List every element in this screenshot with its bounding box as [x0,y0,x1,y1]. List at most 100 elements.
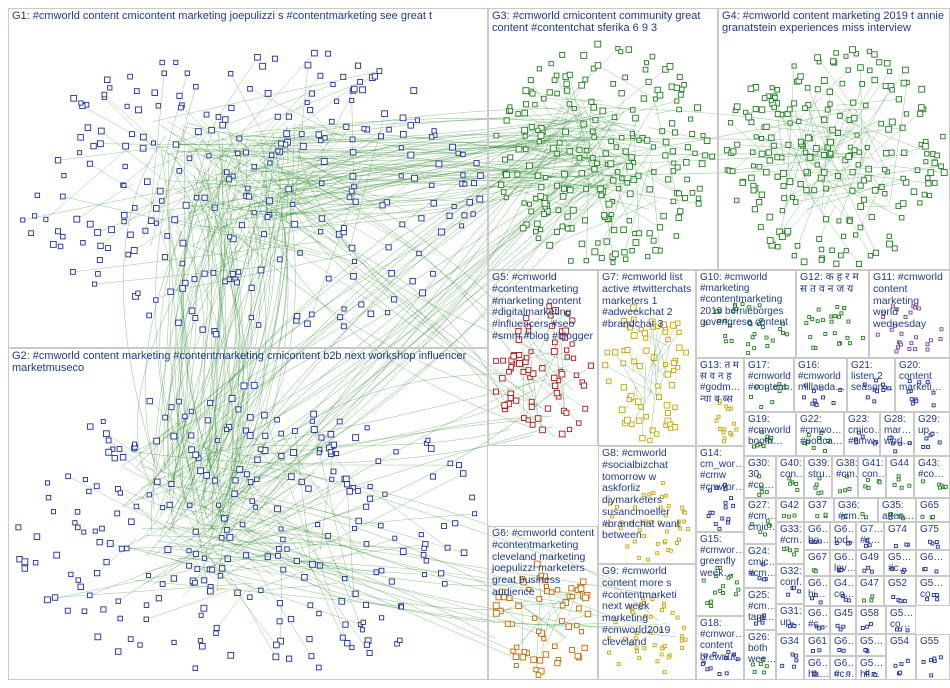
vertex-node[interactable] [355,517,362,525]
vertex-node[interactable] [914,399,919,404]
vertex-node[interactable] [575,605,582,612]
vertex-node[interactable] [843,248,849,254]
vertex-node[interactable] [293,557,300,565]
vertex-node[interactable] [84,124,92,131]
vertex-node[interactable] [515,328,522,335]
vertex-node[interactable] [44,596,51,604]
vertex-node[interactable] [683,510,688,515]
vertex-node[interactable] [247,86,253,92]
vertex-node[interactable] [868,213,875,221]
vertex-node[interactable] [626,190,634,198]
vertex-node[interactable] [765,387,769,392]
vertex-node[interactable] [381,110,388,118]
vertex-node[interactable] [840,515,845,520]
vertex-node[interactable] [765,434,770,439]
group-box-g31[interactable]: G31: up… [776,604,804,634]
vertex-node[interactable] [208,126,215,134]
vertex-node[interactable] [103,430,110,438]
vertex-node[interactable] [920,514,925,519]
vertex-node[interactable] [940,169,948,176]
vertex-node[interactable] [367,483,373,490]
vertex-node[interactable] [362,601,370,609]
vertex-node[interactable] [359,627,365,633]
vertex-node[interactable] [68,571,74,578]
vertex-node[interactable] [254,456,261,463]
vertex-node[interactable] [624,180,631,186]
vertex-node[interactable] [184,70,190,76]
vertex-node[interactable] [188,408,194,414]
vertex-node[interactable] [939,327,944,332]
vertex-node[interactable] [526,586,532,593]
vertex-node[interactable] [280,536,286,543]
vertex-node[interactable] [674,320,681,327]
vertex-node[interactable] [341,306,347,312]
vertex-node[interactable] [503,117,510,124]
vertex-node[interactable] [247,414,254,421]
vertex-node[interactable] [148,217,155,224]
vertex-node[interactable] [671,160,677,166]
vertex-node[interactable] [100,606,107,613]
vertex-node[interactable] [143,602,150,608]
vertex-node[interactable] [530,656,537,664]
vertex-node[interactable] [620,384,627,391]
vertex-node[interactable] [714,309,719,314]
vertex-node[interactable] [896,477,901,482]
vertex-node[interactable] [92,281,98,287]
vertex-node[interactable] [509,621,515,627]
vertex-node[interactable] [375,458,382,464]
vertex-node[interactable] [791,63,797,69]
vertex-node[interactable] [168,404,175,411]
vertex-node[interactable] [492,609,500,617]
vertex-node[interactable] [176,168,183,174]
vertex-node[interactable] [656,394,662,400]
vertex-node[interactable] [639,602,644,607]
vertex-node[interactable] [367,310,375,318]
vertex-node[interactable] [854,440,859,445]
vertex-node[interactable] [535,235,542,242]
vertex-node[interactable] [769,435,774,440]
vertex-node[interactable] [811,388,816,393]
vertex-node[interactable] [360,619,366,625]
vertex-node[interactable] [193,195,200,201]
vertex-node[interactable] [867,543,872,548]
vertex-node[interactable] [273,641,280,649]
vertex-node[interactable] [473,160,480,167]
vertex-node[interactable] [832,331,837,336]
vertex-node[interactable] [846,541,850,546]
vertex-node[interactable] [889,87,895,93]
vertex-node[interactable] [535,672,542,678]
vertex-node[interactable] [132,441,138,447]
vertex-node[interactable] [546,89,553,96]
vertex-node[interactable] [31,213,38,219]
vertex-node[interactable] [329,476,335,482]
vertex-node[interactable] [272,653,280,661]
vertex-node[interactable] [751,206,758,213]
vertex-node[interactable] [781,513,786,518]
vertex-node[interactable] [506,369,512,375]
vertex-node[interactable] [777,389,782,394]
vertex-node[interactable] [560,334,566,340]
vertex-node[interactable] [729,496,734,501]
vertex-node[interactable] [792,199,799,205]
vertex-node[interactable] [856,149,862,155]
vertex-node[interactable] [859,81,865,87]
vertex-node[interactable] [528,124,535,130]
vertex-node[interactable] [43,216,49,222]
vertex-node[interactable] [645,253,651,260]
vertex-node[interactable] [792,552,797,557]
vertex-node[interactable] [938,337,943,341]
vertex-node[interactable] [849,169,856,176]
vertex-node[interactable] [758,106,766,113]
vertex-node[interactable] [632,114,639,122]
vertex-node[interactable] [288,473,295,480]
vertex-node[interactable] [700,662,705,667]
vertex-node[interactable] [203,111,210,118]
group-box-g1[interactable]: G1: #cmworld content cmicontent marketin… [8,8,488,348]
vertex-node[interactable] [493,132,500,139]
vertex-node[interactable] [714,574,719,578]
vertex-node[interactable] [21,565,28,572]
vertex-node[interactable] [278,452,285,460]
vertex-node[interactable] [684,144,691,151]
vertex-node[interactable] [598,254,605,261]
vertex-node[interactable] [839,568,844,572]
